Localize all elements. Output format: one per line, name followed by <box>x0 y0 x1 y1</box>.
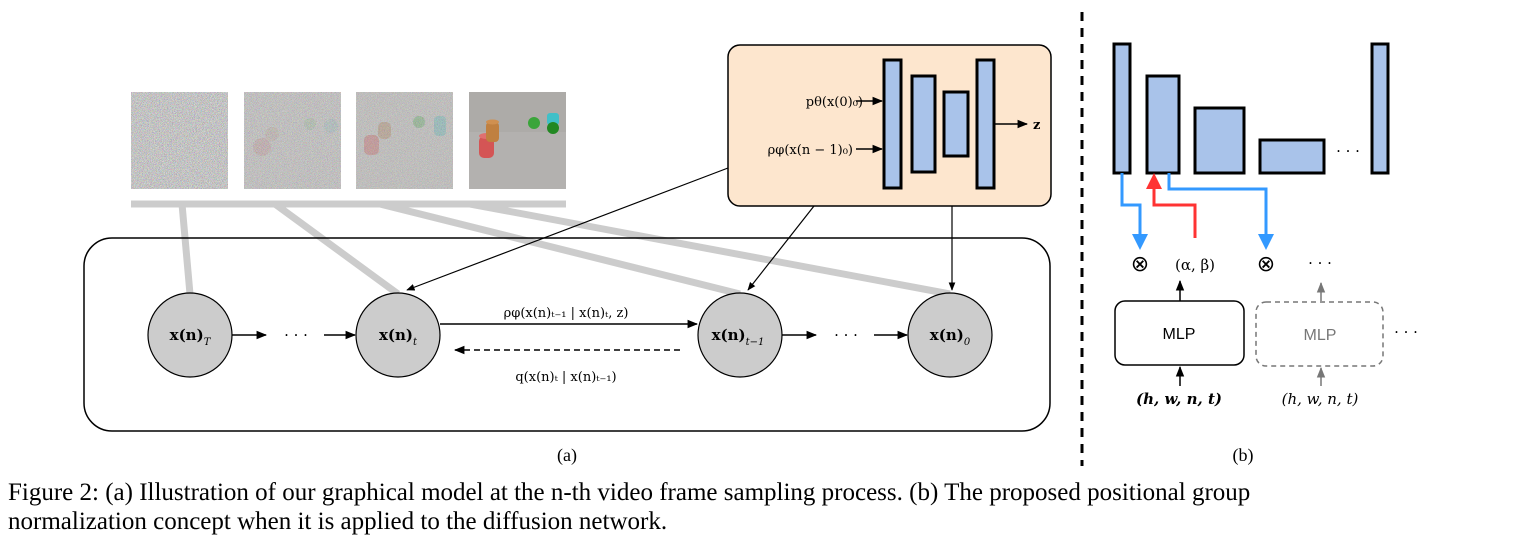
faded-mlp-input-label: (h, w, n, t) <box>1282 390 1359 408</box>
ellipsis-1: · · · <box>284 326 308 344</box>
svg-text:x(n)t−1: x(n)t−1 <box>712 326 765 348</box>
mid-noise-frame <box>356 92 453 189</box>
faded-mlp-box <box>1255 301 1384 367</box>
unet-ellipsis: · · · <box>1336 142 1360 160</box>
panel-a: pθ(x(0)₀) ρφ(x(n − 1)₀) z x(n)T x(n)t <box>83 44 1052 466</box>
unet-block-3 <box>1193 106 1246 175</box>
forward-transition-label: ρφ(x(n)ₜ₋₁ | x(n)ₜ, z) <box>504 306 629 321</box>
feature-arrows <box>1120 173 1274 250</box>
pure-noise-frame <box>131 92 228 189</box>
caption-text-1: (a) Illustration of our graphical model … <box>105 479 1251 506</box>
encoder-layer-2 <box>910 74 937 174</box>
encoder-layer-3 <box>942 90 970 158</box>
figure-caption: Figure 2: (a) Illustration of our graphi… <box>8 478 1523 536</box>
frame-thumbnails <box>131 92 566 189</box>
unet-block-1 <box>1112 42 1132 175</box>
high-noise-frame <box>244 92 341 189</box>
panel-b-label: (b) <box>1233 445 1254 466</box>
faded-mlp-label: MLP <box>1304 327 1337 344</box>
panel-b: · · · ⊗ (α, β) ⊗ · · · MLP (h, w, n, t) … <box>1112 42 1418 466</box>
svg-text:x(n)t: x(n)t <box>379 326 418 348</box>
ops-ellipsis: · · · <box>1308 254 1332 272</box>
mlp-ellipsis: · · · <box>1394 323 1418 341</box>
unet-block-4 <box>1258 138 1326 175</box>
node-x-0: x(n)0 <box>907 292 993 378</box>
node-x-T: x(n)T <box>147 292 233 378</box>
figure-number: Figure 2: <box>8 479 99 506</box>
encoder-input-1: pθ(x(0)₀) <box>806 95 863 110</box>
alpha-beta-label: (α, β) <box>1175 256 1215 274</box>
node-x-t-minus-1: x(n)t−1 <box>697 292 783 378</box>
chain-arrows <box>232 319 909 355</box>
multiply-op-1: ⊗ <box>1131 252 1149 277</box>
affine-param-arrow <box>1146 173 1197 238</box>
encoder-input-2: ρφ(x(n − 1)₀) <box>768 143 853 158</box>
reverse-transition-label: q(x(n)ₜ | x(n)ₜ₋₁) <box>515 370 616 385</box>
graphical-model-plate <box>83 237 1051 432</box>
multiply-op-2: ⊗ <box>1257 252 1275 277</box>
encoder-layer-1 <box>882 58 903 190</box>
caption-line-1: Figure 2: (a) Illustration of our graphi… <box>8 478 1523 507</box>
unet-block-last <box>1370 42 1390 175</box>
encoder-output-z: z <box>1033 118 1040 133</box>
caption-line-2: normalization concept when it is applied… <box>8 508 668 535</box>
mlp-label: MLP <box>1163 326 1196 343</box>
mlp-input-label: (h, w, n, t) <box>1136 390 1222 408</box>
frame-node-connectors <box>131 200 951 298</box>
svg-text:x(n)T: x(n)T <box>170 326 212 348</box>
encoder-network: pθ(x(0)₀) ρφ(x(n − 1)₀) z <box>727 44 1052 207</box>
encoder-layer-4 <box>975 58 996 190</box>
node-x-t: x(n)t <box>355 292 441 378</box>
clean-frame <box>469 92 566 189</box>
unet-block-2 <box>1145 74 1181 175</box>
ellipsis-2: · · · <box>834 326 858 344</box>
mlp-box <box>1114 300 1245 366</box>
encoder-to-node-arrows <box>406 167 956 291</box>
svg-text:x(n)0: x(n)0 <box>930 326 971 348</box>
panel-a-label: (a) <box>557 445 577 466</box>
unet-blocks: · · · <box>1112 42 1390 175</box>
